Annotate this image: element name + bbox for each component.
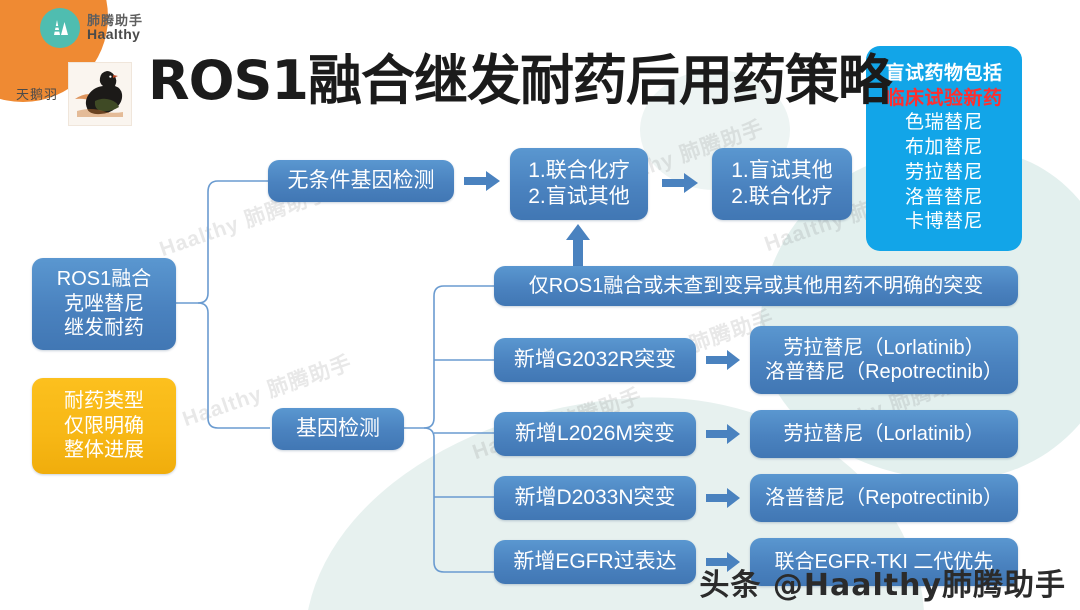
node-no-actionable-mutation[interactable]: 仅ROS1融合或未查到变异或其他用药不明确的突变	[494, 266, 1018, 306]
node-drug-line: 劳拉替尼（Lorlatinib）	[783, 336, 985, 359]
node-mutation-egfr[interactable]: 新增EGFR过表达	[494, 540, 696, 584]
node-mutation-l2026m[interactable]: 新增L2026M突变	[494, 412, 696, 456]
node-treatment-step-1[interactable]: 1.联合化疗 2.盲试其他	[510, 148, 648, 220]
drug-panel-item: 布加替尼	[904, 137, 983, 159]
node-drug-l2026m[interactable]: 劳拉替尼（Lorlatinib）	[750, 410, 1018, 458]
drug-panel-item: 卡博替尼	[904, 211, 983, 233]
brand-logo: 肺腾助手 Haalthy	[40, 8, 143, 48]
node-root-line: 继发耐药	[64, 317, 144, 340]
page-title: ROS1融合继发耐药后用药策略	[148, 49, 892, 112]
arrow-right-icon	[462, 168, 502, 199]
node-unconditional-gene-test[interactable]: 无条件基因检测	[268, 160, 454, 202]
node-treatment-step-2-line: 2.联合化疗	[731, 185, 833, 208]
arrow-right-icon	[704, 486, 742, 515]
node-root-line: 克唑替尼	[64, 292, 144, 315]
drug-panel-item: 洛普替尼	[904, 186, 983, 208]
node-treatment-step-2[interactable]: 1.盲试其他 2.联合化疗	[712, 148, 852, 220]
drug-panel-item: 色瑞替尼	[904, 112, 983, 134]
arrow-up-icon	[564, 222, 592, 277]
node-resistance-type-line: 耐药类型	[64, 390, 144, 413]
drug-panel-header-highlight: 临床试验新药	[885, 87, 1003, 109]
drug-panel-header: 盲试药物包括	[885, 63, 1003, 85]
brand-logo-text: 肺腾助手 Haalthy	[87, 14, 143, 42]
node-root[interactable]: ROS1融合 克唑替尼 继发耐药	[32, 258, 176, 350]
node-drug-d2033n[interactable]: 洛普替尼（Repotrectinib）	[750, 474, 1018, 522]
node-drug-line: 洛普替尼（Repotrectinib）	[765, 361, 1003, 383]
node-treatment-step-1-line: 2.盲试其他	[528, 185, 630, 208]
node-mutation-g2032r[interactable]: 新增G2032R突变	[494, 338, 696, 382]
swan-illustration	[68, 62, 132, 126]
arrow-right-icon	[704, 348, 742, 377]
drug-panel-item: 劳拉替尼	[904, 161, 983, 183]
brand-name-cn: 肺腾助手	[87, 12, 144, 28]
node-mutation-d2033n[interactable]: 新增D2033N突变	[494, 476, 696, 520]
node-resistance-type-line: 整体进展	[64, 439, 144, 462]
bottom-watermark: 头条 @Haalthy肺腾助手	[699, 568, 1066, 603]
swan-caption: 天鹅羽	[16, 87, 59, 102]
brand-name-en: Haalthy	[87, 26, 141, 43]
node-drug-g2032r[interactable]: 劳拉替尼（Lorlatinib） 洛普替尼（Repotrectinib）	[750, 326, 1018, 394]
node-resistance-type-line: 仅限明确	[64, 414, 144, 437]
node-root-line: ROS1融合	[56, 268, 152, 291]
node-gene-test[interactable]: 基因检测	[272, 408, 404, 450]
haalthy-logo-icon	[40, 8, 80, 48]
arrow-right-icon	[704, 422, 742, 451]
arrow-right-icon	[660, 170, 700, 201]
node-treatment-step-1-line: 1.联合化疗	[528, 159, 630, 183]
node-treatment-step-2-line: 1.盲试其他	[731, 159, 833, 183]
node-resistance-type[interactable]: 耐药类型 仅限明确 整体进展	[32, 378, 176, 474]
